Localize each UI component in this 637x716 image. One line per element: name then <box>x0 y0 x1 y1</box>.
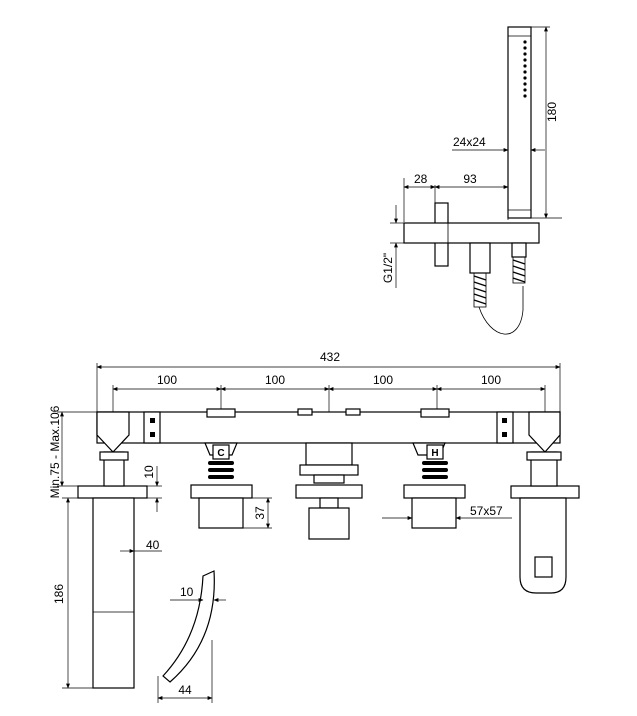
dim-spout-projection: 44 <box>178 683 192 697</box>
shower-outlet-column <box>519 497 567 594</box>
cold-valve-spring <box>208 461 234 479</box>
spout-deck-plate <box>77 485 148 499</box>
center-body <box>305 442 353 466</box>
dim-shower-section: 24x24 <box>453 135 486 149</box>
dim-overall-width: 432 <box>320 350 340 364</box>
dim-wall-offset: 28 <box>414 172 428 186</box>
cold-deck-plate <box>190 484 253 499</box>
hot-valve-spring <box>422 461 448 479</box>
spray-nozzles <box>523 40 527 98</box>
dim-handle-height: 37 <box>253 506 267 520</box>
hot-marking: H <box>431 448 438 459</box>
shower-deck-plate <box>510 485 580 499</box>
dim-deck-range: Min.75 - Max.106 <box>48 405 62 498</box>
manifold-pipe <box>96 411 561 444</box>
spout-column <box>92 497 135 689</box>
right-elbow <box>528 411 561 453</box>
dim-shower-height: 180 <box>545 102 559 122</box>
outlet-port <box>534 556 553 578</box>
right-collar <box>496 411 514 444</box>
left-elbow <box>96 411 130 453</box>
hand-shower-body <box>507 26 532 219</box>
cold-handle <box>198 497 244 529</box>
hot-clip <box>420 408 450 418</box>
dim-arm-length: 93 <box>463 172 477 186</box>
dim-spout-tip: 10 <box>180 585 194 599</box>
hose-connector <box>469 242 491 274</box>
hose <box>478 286 524 335</box>
dim-plate-thickness: 10 <box>142 465 156 479</box>
dim-handle-size: 57x57 <box>470 504 503 518</box>
cold-clip <box>206 408 236 418</box>
dim-spacing-2: 100 <box>265 373 285 387</box>
dim-spacing-3: 100 <box>373 373 393 387</box>
dim-spacing-4: 100 <box>481 373 501 387</box>
dim-spacing-1: 100 <box>157 373 177 387</box>
left-collar <box>143 411 161 444</box>
diverter-handle <box>308 507 350 540</box>
deck-mixer-view: 432 100 100 100 100 <box>48 350 580 703</box>
wall-arm <box>403 222 540 244</box>
dim-spout-width: 40 <box>146 538 160 552</box>
outlet-connector <box>511 242 527 258</box>
center-deck-plate <box>295 484 363 499</box>
cold-marking: C <box>217 448 224 459</box>
dim-spout-height: 186 <box>52 584 66 604</box>
dim-thread: G1/2" <box>381 253 395 283</box>
hot-deck-plate <box>403 484 466 499</box>
hand-shower-view: 180 24x24 28 93 G1/2" <box>381 26 562 335</box>
hot-handle <box>411 497 457 529</box>
hose-thread <box>473 256 526 308</box>
